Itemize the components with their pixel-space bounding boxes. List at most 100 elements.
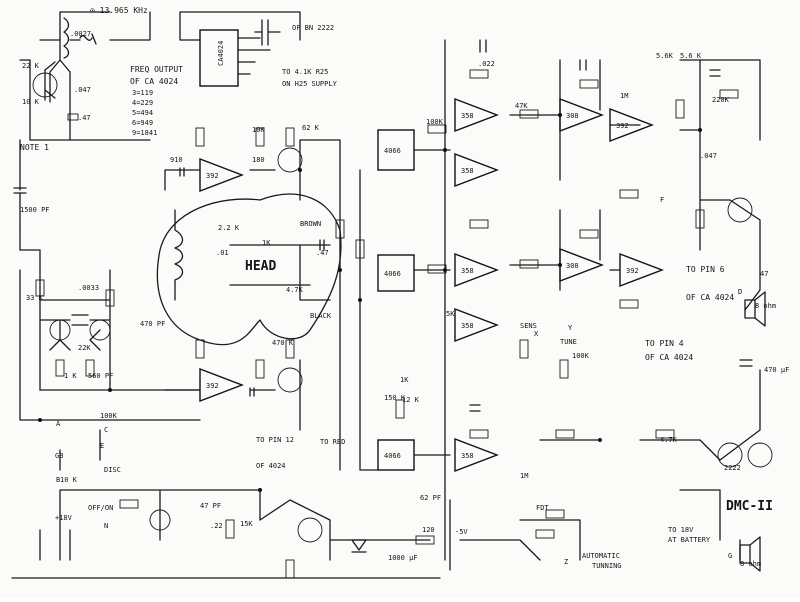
- passives: [39, 39, 766, 579]
- at-battery-label: AT BATTERY: [668, 536, 711, 544]
- component-value: F: [660, 196, 664, 204]
- component-value: 1500 PF: [20, 206, 50, 214]
- bus-wiring: [11, 39, 761, 579]
- freq-output-title: FREQ OUTPUT: [130, 65, 183, 74]
- speaker-b-ohms: 8 ohm: [740, 560, 761, 568]
- opamp-label: 358: [461, 112, 474, 120]
- speaker-a-ohms: 8 ohm: [755, 302, 776, 310]
- opamp-symbol: [454, 437, 499, 473]
- ca4024-counter: CA4024: [179, 11, 301, 87]
- component-value: 5.6K: [656, 52, 674, 60]
- misc-labels: TO RED GB DISC SENS TUNE TO PIN 6 OF CA …: [55, 265, 776, 570]
- component-value: N: [104, 522, 108, 530]
- component-value: 1M: [620, 92, 628, 100]
- component-value: 47: [760, 270, 768, 278]
- opamp-label: 358: [461, 322, 474, 330]
- brown-wire-label: BROWN: [300, 220, 321, 228]
- opamp-label: 308: [566, 262, 579, 270]
- component-value: B: [56, 476, 60, 484]
- tap-9: 9=1841: [132, 129, 157, 137]
- opamp-7: 392: [619, 252, 664, 288]
- switch-ic-2: 4066: [377, 254, 415, 292]
- opamp-9: 308: [559, 97, 604, 133]
- freq-output-sub: OF CA 4024: [130, 77, 178, 86]
- component-value: 150 K: [384, 394, 406, 402]
- opamp-5: 392: [199, 157, 244, 193]
- opamp-label: 392: [206, 172, 219, 180]
- component-value: X: [534, 330, 539, 338]
- opamp-label: 358: [461, 267, 474, 275]
- component-value: 220K: [712, 96, 730, 104]
- opamp-label: 358: [461, 452, 474, 460]
- component-value: Z: [564, 558, 568, 566]
- opamp-symbol: [199, 367, 244, 403]
- component-value: 47K: [515, 102, 528, 110]
- component-value: 560 PF: [88, 372, 113, 380]
- component-value: .0033: [78, 284, 99, 292]
- ic-label-4066-c: 4066: [384, 452, 401, 460]
- tap-5: 5=494: [132, 109, 153, 117]
- header-notes: ⊙ 13.965 KHz FREQ OUTPUT OF CA 4024 3=11…: [20, 6, 338, 152]
- opamp-label: 392: [626, 267, 639, 275]
- disc-label: DISC: [104, 466, 121, 474]
- head-label: HEAD: [245, 259, 276, 274]
- component-value: 2222: [724, 464, 741, 472]
- transistor-type-note: OF BN 2222: [292, 24, 334, 32]
- opamp-symbol: [454, 307, 499, 343]
- to-ic-note: TO 4.1K R25: [282, 68, 328, 76]
- component-value: 180: [252, 156, 265, 164]
- tap-6: 6=949: [132, 119, 153, 127]
- component-value: .47: [78, 114, 91, 122]
- opamp-symbol: [454, 97, 499, 133]
- component-value: 1K: [400, 376, 409, 384]
- component-value: A: [56, 420, 61, 428]
- model-label: DMC-II: [726, 499, 773, 514]
- opamp-10: 308: [559, 247, 604, 283]
- component-value: 4.7K: [286, 286, 304, 294]
- pin4-ic-label: OF CA 4024: [645, 353, 693, 362]
- component-value: 100K: [100, 412, 118, 420]
- opamp-4: 358: [454, 152, 499, 188]
- oscillator-section: [13, 11, 151, 231]
- opamp-label: 308: [566, 112, 579, 120]
- tune-label: TUNE: [560, 338, 577, 346]
- component-value: 22K: [78, 344, 91, 352]
- opamp-8: 358: [454, 307, 499, 343]
- component-value: 22 K: [22, 62, 40, 70]
- note-1: NOTE 1: [20, 143, 49, 152]
- frequency-note: ⊙ 13.965 KHz: [90, 6, 148, 15]
- auto-label: AUTOMATIC: [582, 552, 620, 560]
- component-value: 5K: [446, 310, 455, 318]
- tuning-label: TUNNING: [592, 562, 622, 570]
- component-value: 470 K: [272, 339, 294, 347]
- component-value: 100K: [572, 352, 590, 360]
- power-switch-label: OFF/ON: [88, 504, 113, 512]
- component-value: 62 PF: [420, 494, 441, 502]
- component-value: .047: [700, 152, 717, 160]
- tap-3: 3=119: [132, 89, 153, 97]
- gb-label: GB: [55, 452, 63, 460]
- opamp-symbol: [199, 157, 244, 193]
- component-value: 100K: [426, 118, 444, 126]
- to-ic-note2: ON H25 SUPPLY: [282, 80, 338, 88]
- switch-ic-1: 4066: [377, 129, 415, 171]
- component-value: 910: [170, 156, 183, 164]
- sens-label: SENS: [520, 322, 537, 330]
- switch-ic-3: 4066: [377, 439, 415, 471]
- component-value: C: [104, 426, 108, 434]
- component-value: 1K: [262, 239, 271, 247]
- component-value: 15K: [240, 520, 253, 528]
- component-value: 470 μF: [764, 366, 789, 374]
- component-value: 10 K: [22, 98, 40, 106]
- component-value: 5.6 K: [680, 52, 702, 60]
- opamp-6: 392: [199, 367, 244, 403]
- component-value: E: [100, 442, 104, 450]
- opamp-3: 358: [454, 437, 499, 473]
- component-value: .047: [74, 86, 91, 94]
- component-value: 12 K: [402, 396, 420, 404]
- component-value: 1M: [520, 472, 528, 480]
- pin12-ic-label: OF 4024: [256, 462, 286, 470]
- component-value: 33 K: [26, 294, 44, 302]
